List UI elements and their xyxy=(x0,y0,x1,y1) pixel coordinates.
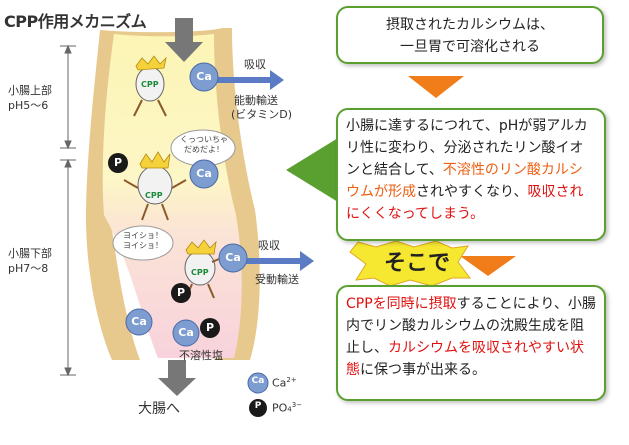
ca-label-4: Ca xyxy=(131,315,147,328)
ca-ion-5 xyxy=(172,319,200,347)
mascot-label-upper: CPP xyxy=(141,80,159,89)
absorption-arrow-lower xyxy=(246,251,314,271)
legend-ca-symbol: Ca xyxy=(251,376,265,386)
info-box-cpp-effect: CPPを同時に摂取することにより、小腸内でリン酸カルシウムの沈殿生成を阻止し、カ… xyxy=(336,285,606,401)
phosphate-ion-2 xyxy=(171,283,191,303)
speech-bubble-heave xyxy=(112,225,174,261)
absorption-lower-type: 受動輸送 xyxy=(255,273,299,286)
info-box-stomach: 摂取されたカルシウムは、 一旦胃で可溶化される xyxy=(336,6,604,64)
phosphate-label-1: P xyxy=(113,156,123,169)
absorption-arrow-upper xyxy=(216,70,284,90)
intestine-illustration xyxy=(60,18,314,417)
absorption-lower-label: 吸収 xyxy=(258,239,280,252)
absorption-upper-note: (ビタミンD) xyxy=(231,108,293,121)
absorption-upper-type: 能動輸送 xyxy=(234,94,278,107)
arrow-box1-to-box2 xyxy=(408,76,464,98)
ca-ion-1 xyxy=(189,62,219,92)
phosphate-label-3: P xyxy=(205,321,215,334)
cpp-mascot-upper xyxy=(133,55,167,117)
ca-label-3: Ca xyxy=(225,251,241,264)
to-large-intestine-label: 大腸へ xyxy=(138,401,180,417)
legend-p-text: PO43− xyxy=(272,401,303,415)
sokode-burst xyxy=(349,240,471,287)
ca-ion-4 xyxy=(125,308,153,336)
ca-label-2: Ca xyxy=(196,167,212,180)
legend-p-symbol: P xyxy=(254,401,262,411)
arrow-sokode-to-box3 xyxy=(460,256,516,276)
speech-text-stuck: くっついちゃ だめだよ！ xyxy=(180,135,228,154)
segment-upper-label: 小腸上部 pH5〜6 xyxy=(8,84,52,112)
segment-markers xyxy=(60,44,76,377)
phosphate-ion-1 xyxy=(108,153,128,173)
legend-ca-ball xyxy=(247,372,269,394)
legend-p-ball xyxy=(249,399,267,417)
insoluble-salt-label: 不溶性塩 xyxy=(179,349,223,362)
ca-ion-2 xyxy=(189,159,219,189)
pointer-arrow-green xyxy=(286,138,338,202)
absorption-upper-label: 吸収 xyxy=(244,58,266,71)
flow-arrows xyxy=(286,76,516,287)
phosphate-label-2: P xyxy=(176,286,186,299)
segment-lower-label: 小腸下部 pH7〜8 xyxy=(8,247,52,275)
phosphate-ion-3 xyxy=(200,318,220,338)
exit-arrow xyxy=(158,360,196,396)
diagram-title: CPP作用メカニズム xyxy=(4,12,147,31)
cpp-mascot-middle xyxy=(123,151,187,221)
legend-ca-text: Ca2+ xyxy=(272,376,297,390)
mascot-label-lower: CPP xyxy=(191,268,209,277)
mascot-label-middle: CPP xyxy=(145,191,163,200)
ca-label-1: Ca xyxy=(196,70,212,83)
ca-ion-3 xyxy=(218,243,248,273)
ca-label-5: Ca xyxy=(178,326,194,339)
sokode-label: そこで xyxy=(383,251,450,276)
speech-text-heave: ヨイショ！ ヨイショ！ xyxy=(123,231,163,250)
entry-arrow xyxy=(165,18,203,62)
info-box-small-intestine: 小腸に達するにつれて、pHが弱アルカリ性に変わり、分泌されたリン酸イオンと結合し… xyxy=(336,108,606,241)
